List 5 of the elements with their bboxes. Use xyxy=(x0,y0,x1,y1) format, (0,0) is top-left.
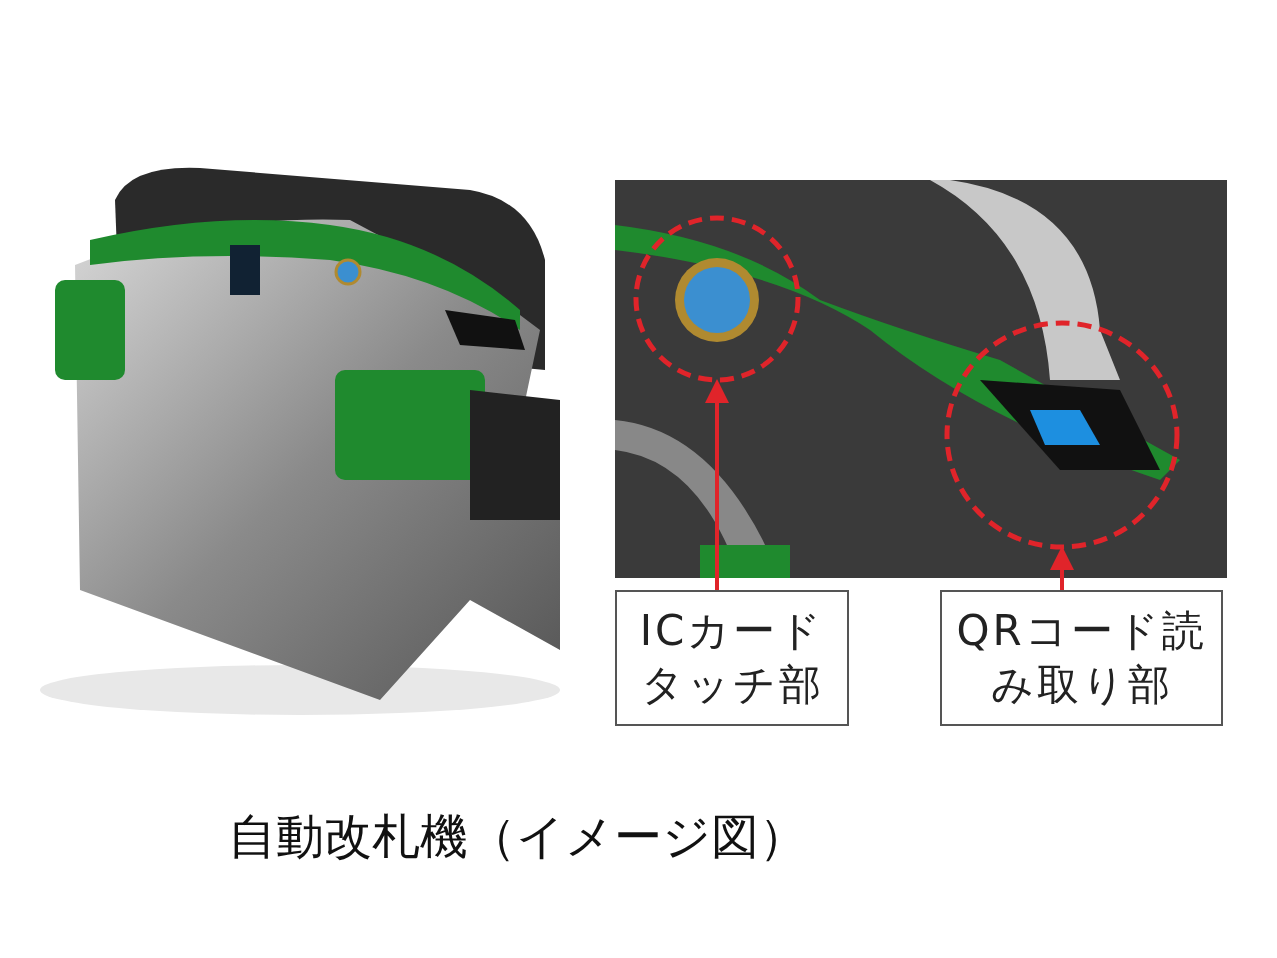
arrow xyxy=(705,379,729,590)
label-box: QRコード読み取り部 xyxy=(940,590,1223,726)
arrow xyxy=(1050,546,1074,590)
label-box: ICカードタッチ部 xyxy=(615,590,849,726)
caption: 自動改札機（イメージ図） xyxy=(228,807,807,866)
